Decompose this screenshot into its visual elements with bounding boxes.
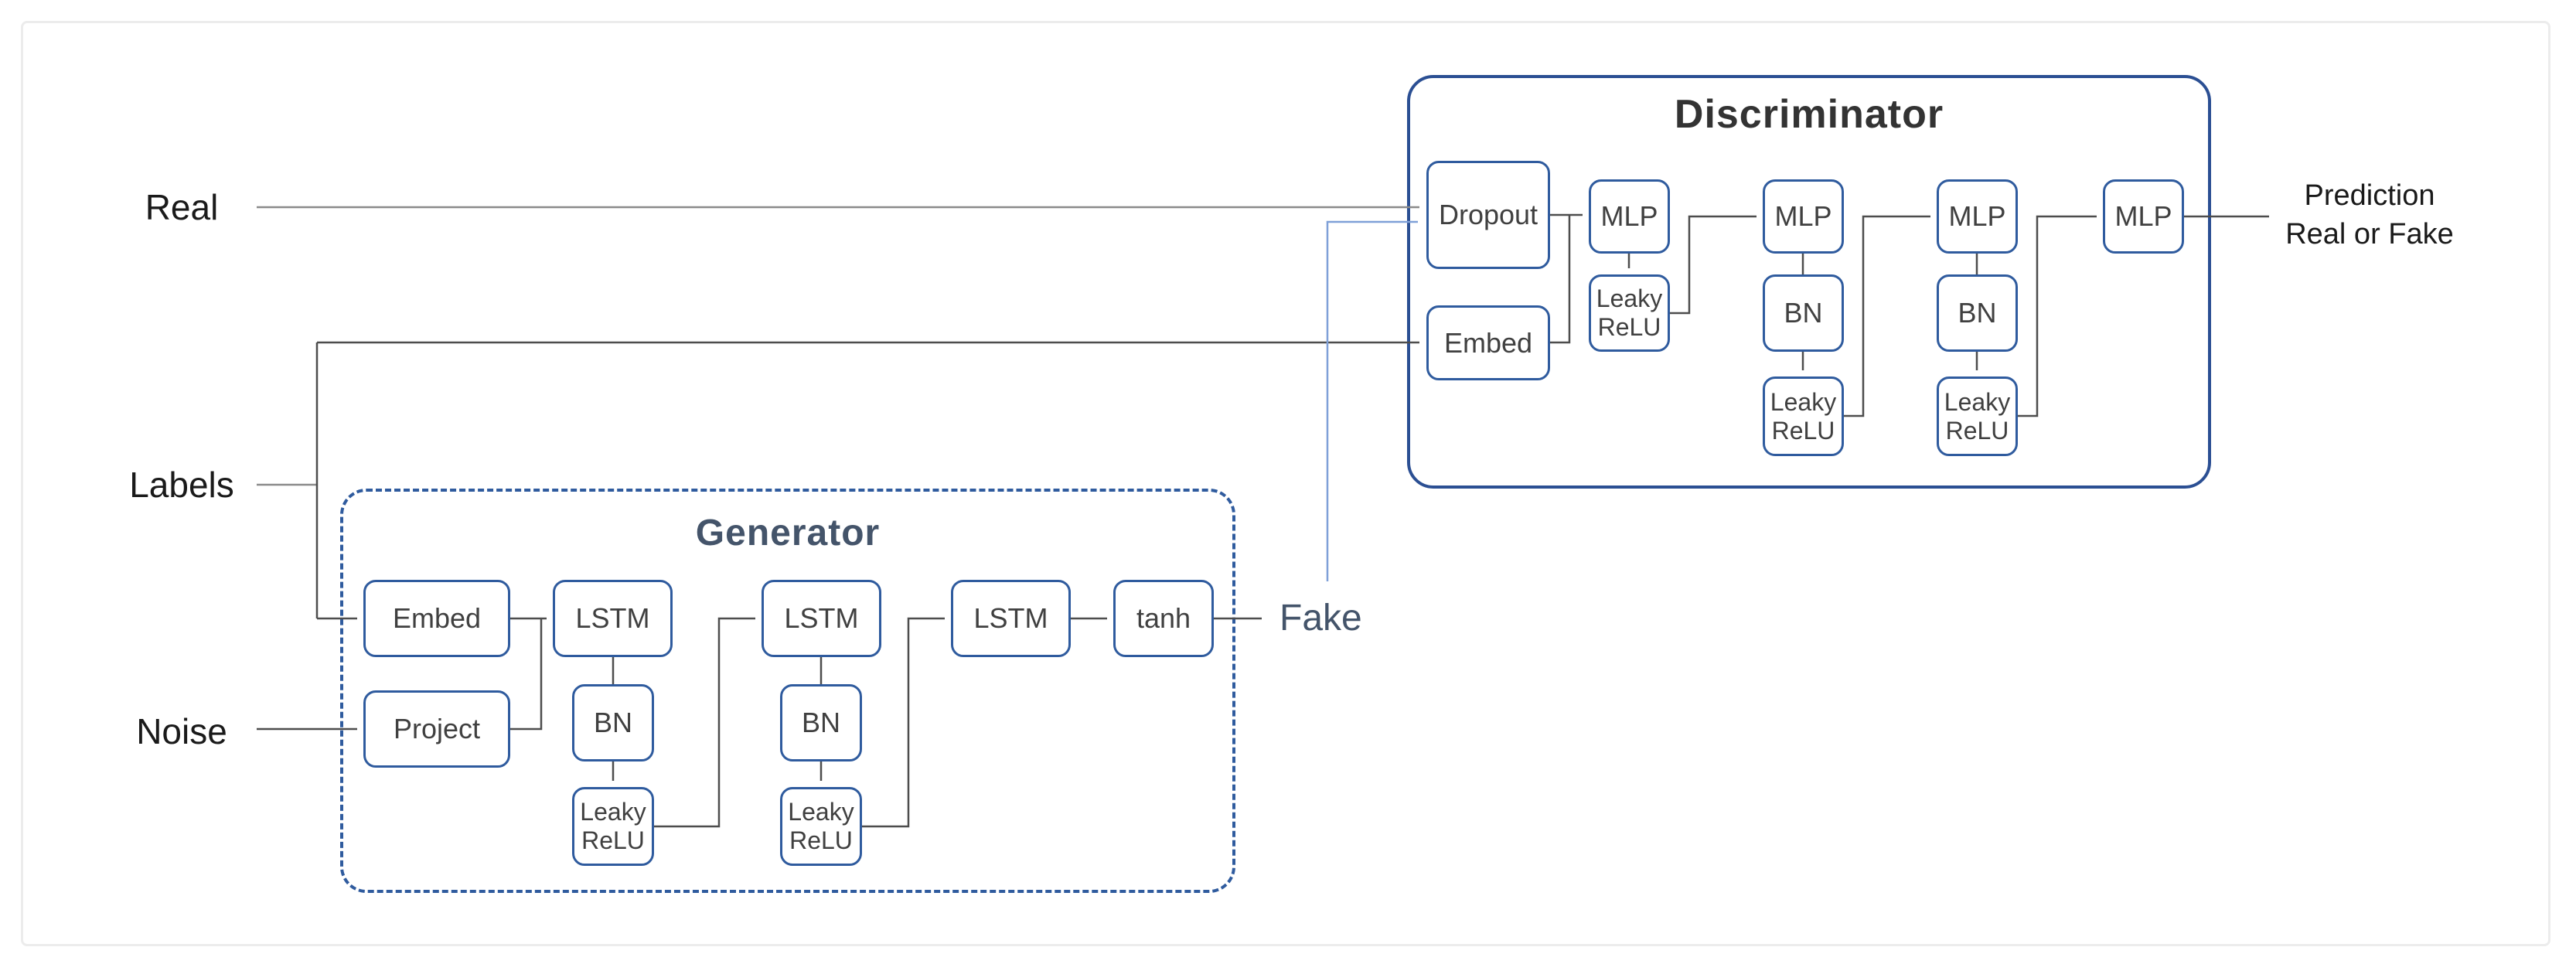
generator-lstm3-node: LSTM: [951, 580, 1071, 657]
discriminator-bn2-node: BN: [1763, 274, 1844, 352]
wire-project-join: [510, 618, 543, 731]
discriminator-dropout-node: Dropout: [1426, 161, 1550, 269]
wire-disc-embed-join: [1550, 215, 1571, 344]
discriminator-embed-node: Embed: [1426, 305, 1550, 380]
fake-output-label: Fake: [1279, 598, 1362, 639]
discriminator-box: [1407, 75, 2211, 489]
generator-box: [340, 489, 1235, 893]
wire-fake-to-dropout: [1326, 220, 1418, 581]
generator-bn1-node: BN: [572, 684, 654, 761]
discriminator-leaky-relu3-node: Leaky ReLU: [1937, 376, 2018, 456]
discriminator-mlp4-node: MLP: [2103, 179, 2184, 254]
input-label-real: Real: [145, 187, 219, 227]
diagram-card: [21, 21, 2550, 946]
generator-lstm2-node: LSTM: [762, 580, 881, 657]
generator-leaky-relu1-node: Leaky ReLU: [572, 787, 654, 866]
discriminator-mlp1-node: MLP: [1589, 179, 1670, 254]
generator-project-node: Project: [363, 690, 510, 768]
generator-leaky-relu2-node: Leaky ReLU: [780, 787, 862, 866]
wire-leaky1-to-lstm2: [654, 617, 755, 828]
generator-title: Generator: [695, 513, 881, 554]
discriminator-leaky-relu2-node: Leaky ReLU: [1763, 376, 1844, 456]
wire-leaky3-to-mlp4: [2018, 215, 2097, 417]
generator-lstm1-node: LSTM: [553, 580, 673, 657]
generator-embed-node: Embed: [363, 580, 510, 657]
discriminator-mlp3-node: MLP: [1937, 179, 2018, 254]
generator-bn2-node: BN: [780, 684, 862, 761]
prediction-output-label: Prediction Real or Fake: [2285, 179, 2454, 250]
wire-leaky1-to-mlp2: [1670, 215, 1757, 315]
discriminator-leaky-relu1-node: Leaky ReLU: [1589, 274, 1670, 352]
input-label-labels: Labels: [129, 465, 234, 505]
input-label-noise: Noise: [136, 711, 227, 751]
generator-tanh-node: tanh: [1113, 580, 1214, 657]
wire-leaky2-to-mlp3: [1844, 215, 1930, 417]
discriminator-mlp2-node: MLP: [1763, 179, 1844, 254]
discriminator-bn3-node: BN: [1937, 274, 2018, 352]
wire-leaky2-to-lstm3: [862, 617, 945, 828]
discriminator-title: Discriminator: [1674, 92, 1944, 137]
